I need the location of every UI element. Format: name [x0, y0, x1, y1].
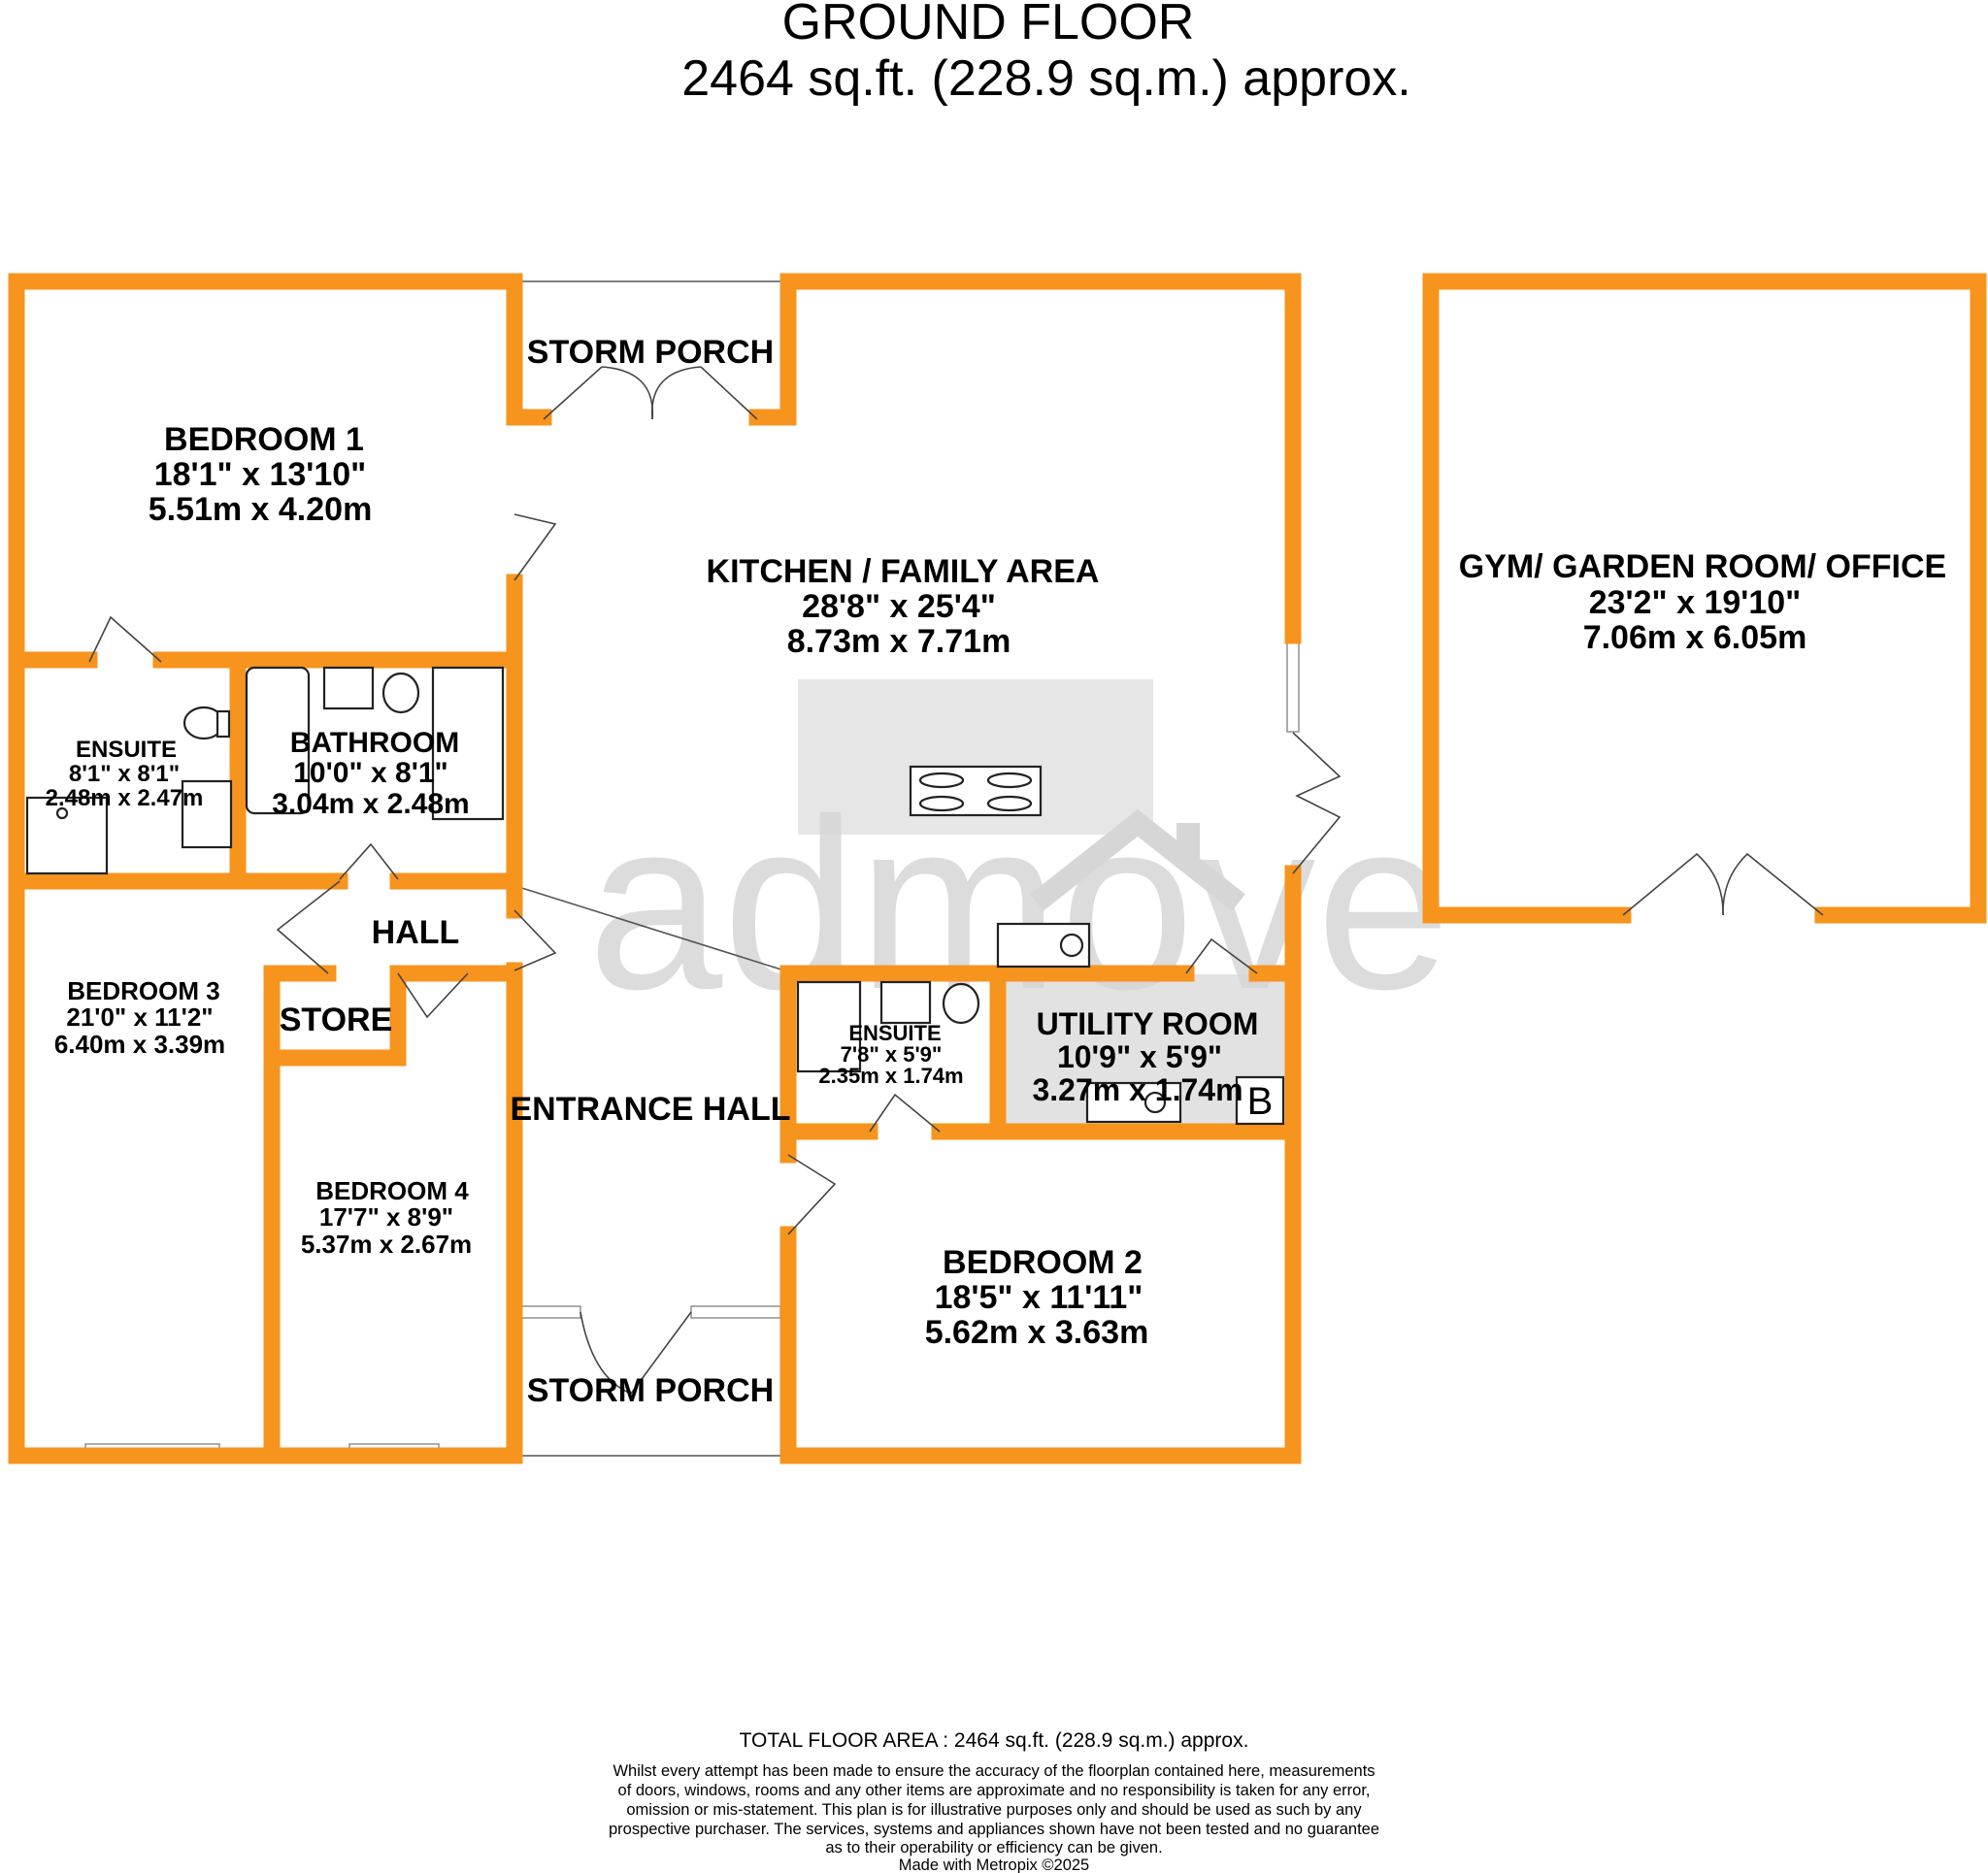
basin-icon [322, 666, 375, 710]
room-imperial: 28'8" x 25'4" [802, 588, 996, 625]
room-imperial: 10'9" x 5'9" [1057, 1039, 1222, 1074]
room-imperial: 18'1" x 13'10" [154, 456, 367, 493]
total-floor-area: TOTAL FLOOR AREA : 2464 sq.ft. (228.9 sq… [740, 1729, 1249, 1752]
bath-icon [245, 666, 311, 815]
room-metric: 7.06m x 6.05m [1583, 619, 1807, 656]
credit: Made with Metropix ©2025 [899, 1857, 1090, 1873]
shower-tray-icon [796, 980, 862, 1073]
room-imperial: 23'2" x 19'10" [1589, 584, 1802, 621]
room-imperial: 10'0" x 8'1" [293, 757, 448, 789]
room-name: KITCHEN / FAMILY AREA [707, 553, 1100, 590]
footer: TOTAL FLOOR AREA : 2464 sq.ft. (228.9 sq… [609, 1729, 1379, 1873]
room-imperial: 8'1" x 8'1" [69, 761, 180, 787]
hall-label: HALL [372, 914, 460, 951]
basin-icon [879, 980, 932, 1025]
room-imperial: 21'0" x 11'2" [66, 1002, 213, 1032]
room-name: ENSUITE [848, 1021, 941, 1045]
floor-title: GROUND FLOOR [782, 0, 1195, 50]
boiler-label: B [1247, 1080, 1274, 1123]
storm-porch-bottom-label: STORM PORCH [527, 1372, 774, 1409]
room-metric: 5.51m x 4.20m [149, 491, 373, 528]
room-name: UTILITY ROOM [1037, 1006, 1259, 1041]
room-metric: 6.40m x 3.39m [54, 1030, 225, 1059]
entrance-hall-label: ENTRANCE HALL [511, 1091, 791, 1128]
store-label: STORE [280, 1002, 393, 1038]
room-name: ENSUITE [76, 737, 177, 763]
porch-outlines [512, 280, 788, 1457]
room-imperial: 18'5" x 11'11" [935, 1279, 1143, 1316]
toilet-icon [381, 672, 420, 714]
room-name: BATHROOM [290, 727, 459, 759]
floor-area: 2464 sq.ft. (228.9 sq.m.) approx. [681, 50, 1411, 107]
fixtures: B [25, 666, 1285, 1126]
disclaimer-line: as to their operability or efficiency ca… [825, 1839, 1162, 1857]
storm-porch-top-label: STORM PORCH [527, 334, 774, 371]
room-labels: BEDROOM 1 18'1" x 13'10" 5.51m x 4.20m K… [46, 334, 1947, 1409]
disclaimer-line: omission or mis-statement. This plan is … [626, 1801, 1362, 1819]
room-imperial: 7'8" x 5'9" [841, 1042, 943, 1067]
room-metric: 5.62m x 3.63m [925, 1314, 1149, 1351]
room-imperial: 17'7" x 8'9" [319, 1202, 453, 1232]
room-metric: 3.27m x 1.74m [1032, 1072, 1242, 1107]
room-metric: 5.37m x 2.67m [301, 1230, 472, 1259]
room-name: BEDROOM 3 [67, 976, 219, 1005]
disclaimer-line: of doors, windows, rooms and any other i… [618, 1782, 1371, 1799]
room-name: BEDROOM 1 [164, 421, 364, 458]
room-metric: 2.48m x 2.47m [46, 785, 204, 811]
basin-icon [181, 779, 233, 849]
room-metric: 2.35m x 1.74m [818, 1064, 963, 1088]
room-name: BEDROOM 2 [943, 1244, 1143, 1281]
walls [8, 273, 1987, 1464]
toilet-icon [942, 982, 980, 1025]
room-metric: 8.73m x 7.71m [787, 623, 1011, 660]
room-metric: 3.04m x 2.48m [272, 788, 469, 820]
room-name: GYM/ GARDEN ROOM/ OFFICE [1459, 548, 1946, 585]
boiler-icon [1235, 1075, 1285, 1126]
shower-tray-icon [431, 666, 505, 821]
room-name: BEDROOM 4 [315, 1176, 469, 1205]
disclaimer-line: prospective purchaser. The services, sys… [609, 1821, 1379, 1838]
disclaimer-line: Whilst every attempt has been made to en… [613, 1762, 1375, 1780]
doors [88, 366, 1824, 1395]
